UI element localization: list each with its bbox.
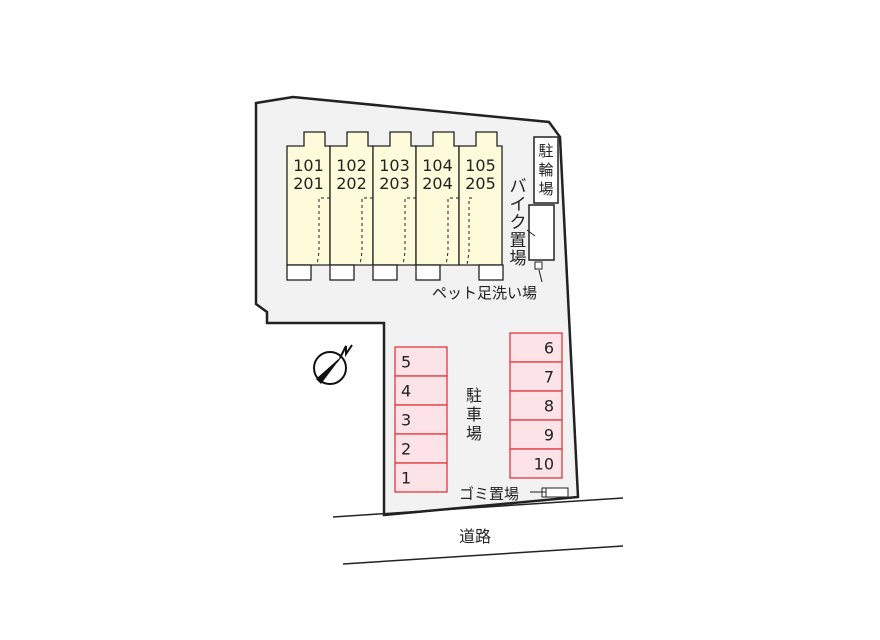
svg-text:8: 8 [544, 397, 554, 416]
svg-text:ク: ク [510, 213, 527, 233]
bicycle-parking-box [533, 136, 559, 204]
unit-number-lower: 202 [336, 174, 367, 193]
svg-text:駐: 駐 [466, 386, 482, 405]
parking-column-right: 6 7 8 9 10 [509, 332, 563, 479]
svg-text:バ: バ [510, 177, 527, 197]
parking-space-7: 7 [509, 361, 563, 392]
bicycle-parking-label: 駐輪場 [538, 142, 553, 198]
unit-number-lower: 201 [293, 174, 324, 193]
parking-space-8: 8 [509, 390, 563, 421]
unit-number-upper: 102 [336, 156, 367, 175]
svg-text:場: 場 [538, 180, 553, 198]
unit-number-lower: 203 [379, 174, 410, 193]
parking-space-1: 1 [394, 462, 448, 493]
car-parking-label: 駐車場 [466, 386, 482, 443]
svg-text:3: 3 [401, 411, 411, 430]
svg-text:駐: 駐 [538, 142, 553, 160]
parking-space-3: 3 [394, 404, 448, 435]
pet-wash-label: ペット足洗い場 [432, 284, 537, 302]
parking-column-left: 5 4 3 2 1 [394, 346, 448, 493]
svg-text:1: 1 [401, 469, 411, 488]
parking-space-9: 9 [509, 419, 563, 450]
svg-text:7: 7 [544, 368, 554, 387]
svg-text:2: 2 [401, 440, 411, 459]
north-compass-icon [313, 344, 353, 385]
pet-wash-box [534, 261, 543, 270]
svg-text:9: 9 [544, 426, 554, 445]
svg-text:場: 場 [510, 249, 527, 269]
unit-number-upper: 103 [379, 156, 410, 175]
unit-number-lower: 204 [422, 174, 453, 193]
garbage-label: ゴミ置場 [459, 485, 519, 503]
unit-number-upper: 105 [465, 156, 496, 175]
road-label: 道路 [459, 527, 491, 546]
parking-space-10: 10 [509, 448, 563, 479]
parking-space-2: 2 [394, 433, 448, 464]
svg-text:イ: イ [510, 195, 527, 215]
svg-text:置: 置 [510, 231, 527, 251]
svg-text:6: 6 [544, 339, 554, 358]
svg-text:輪: 輪 [538, 161, 553, 179]
road-edge-bottom [342, 545, 624, 565]
svg-text:10: 10 [534, 455, 554, 474]
parking-space-4: 4 [394, 375, 448, 406]
svg-text:場: 場 [466, 424, 482, 443]
svg-text:4: 4 [401, 382, 411, 401]
unit-number-lower: 205 [465, 174, 496, 193]
svg-text:車: 車 [466, 405, 482, 424]
unit-number-upper: 101 [293, 156, 324, 175]
parking-space-6: 6 [509, 332, 563, 363]
parking-space-5: 5 [394, 346, 448, 377]
unit-number-upper: 104 [422, 156, 453, 175]
bike-parking-box [528, 204, 555, 261]
road-edge-top [332, 497, 624, 518]
svg-text:5: 5 [401, 353, 411, 372]
